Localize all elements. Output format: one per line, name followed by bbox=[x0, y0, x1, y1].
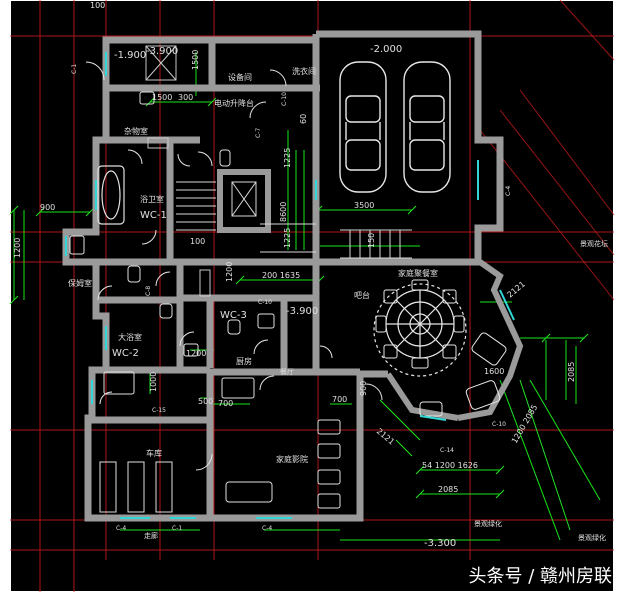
car-right bbox=[403, 61, 451, 193]
level-mark-4: -3.900 bbox=[286, 306, 318, 317]
level-mark-2: -3.900 bbox=[146, 46, 178, 57]
room-home-bar: 家庭聚餐室 bbox=[398, 268, 438, 278]
bathtub bbox=[97, 165, 125, 225]
window-tag-3: C-4 bbox=[116, 525, 126, 532]
dim-1500b: 1500 bbox=[191, 50, 200, 70]
elevator-cross-b bbox=[231, 181, 257, 217]
dim-1200b: 1200 bbox=[225, 262, 234, 282]
drawing-frame bbox=[9, 0, 615, 593]
room-master-bath: 浴卫室 bbox=[140, 194, 164, 204]
level-mark-3: -2.000 bbox=[370, 44, 402, 55]
theater-seats bbox=[419, 332, 507, 417]
dim-900b: 900 bbox=[359, 381, 368, 396]
room-kitchen: 厨房 bbox=[236, 356, 252, 366]
landscape-label: 景观绿化 bbox=[474, 519, 502, 528]
hatch-panels bbox=[145, 45, 211, 297]
elevator-shaft bbox=[231, 181, 257, 217]
room-wc1: WC-1 bbox=[140, 210, 167, 221]
car-left bbox=[339, 61, 387, 193]
garden-label: 景观花坛 bbox=[580, 239, 608, 248]
window-tag-6: C-10 bbox=[281, 92, 288, 106]
door-swings bbox=[85, 61, 383, 471]
room-wc2: WC-2 bbox=[112, 348, 139, 359]
window-tag-11: C-14 bbox=[440, 447, 454, 454]
watermark: 头条号 / 赣州房联 bbox=[468, 566, 612, 587]
dim-top: 100 bbox=[90, 1, 105, 10]
dim-700b: 700 bbox=[332, 395, 347, 404]
dim-150: 150 bbox=[367, 233, 376, 248]
dim-2085b: 2085 bbox=[438, 485, 458, 494]
room-home-theater: 家庭影院 bbox=[276, 454, 308, 464]
dim-200-1635: 200 1635 bbox=[262, 271, 300, 280]
window-tag-2: C-4 bbox=[505, 186, 512, 196]
window-tag-8: C-8 bbox=[145, 286, 152, 296]
window-tag-10: C-15 bbox=[152, 407, 166, 414]
dim-8600: 8600 bbox=[279, 202, 288, 222]
sanitary-fixtures bbox=[69, 91, 275, 395]
kitchen-fixtures bbox=[99, 377, 341, 513]
dim-900: 900 bbox=[40, 203, 55, 212]
dim-300: 300 bbox=[178, 93, 193, 102]
landscape-label-2: 景观绿化 bbox=[578, 533, 606, 542]
dim-700a: 700 bbox=[218, 399, 233, 408]
window-tag-5: C-4 bbox=[262, 525, 272, 532]
room-garage: 车库 bbox=[146, 448, 162, 458]
level-mark-5: -3.300 bbox=[424, 538, 456, 549]
window-tag-1: C-1 bbox=[71, 64, 78, 74]
theater-walls bbox=[385, 259, 524, 421]
room-storage: 杂物室 bbox=[124, 126, 148, 136]
room-wc3: WC-3 bbox=[220, 310, 247, 321]
window-tag-12: C-10 bbox=[492, 421, 506, 428]
room-equipment: 设备间 bbox=[228, 72, 252, 82]
dining-chairs bbox=[375, 279, 465, 369]
dim-2085a: 2085 bbox=[567, 362, 576, 382]
lift-platform-label: 电动升降台 bbox=[214, 98, 254, 108]
dim-100: 100 bbox=[190, 237, 205, 246]
dim-60: 60 bbox=[299, 114, 308, 124]
dim-1600: 1600 bbox=[484, 367, 504, 376]
dim-1000: 1000 bbox=[149, 372, 158, 392]
dim-1500a: 1500 bbox=[152, 93, 172, 102]
dim-1225a: 1225 bbox=[283, 148, 292, 168]
window-tag-4: C-1 bbox=[172, 525, 182, 532]
dim-chain: 54 1200 1626 bbox=[422, 461, 478, 470]
room-big-bath: 大浴室 bbox=[118, 332, 142, 342]
dim-1200c: 1200 bbox=[186, 349, 206, 358]
dining-label: 餐厅 bbox=[280, 367, 294, 376]
corridor-label: 走廊 bbox=[144, 531, 158, 540]
window-tag-9: C-10 bbox=[258, 299, 272, 306]
dim-1225b: 1225 bbox=[283, 228, 292, 248]
room-counter: 吧台 bbox=[354, 290, 370, 300]
walls bbox=[62, 30, 504, 522]
level-mark-1: -1.900 bbox=[114, 50, 146, 61]
window-tag-7: C-7 bbox=[255, 128, 262, 138]
stairs bbox=[176, 181, 412, 259]
room-maid: 保姆室 bbox=[68, 278, 92, 288]
dim-500: 500 bbox=[198, 397, 213, 406]
windows bbox=[65, 52, 515, 519]
dim-1200: 1200 bbox=[13, 238, 22, 258]
dimension-lines bbox=[13, 52, 601, 541]
dim-3500: 3500 bbox=[354, 201, 374, 210]
room-laundry: 洗衣间 bbox=[292, 66, 316, 76]
stair-core bbox=[217, 169, 271, 233]
